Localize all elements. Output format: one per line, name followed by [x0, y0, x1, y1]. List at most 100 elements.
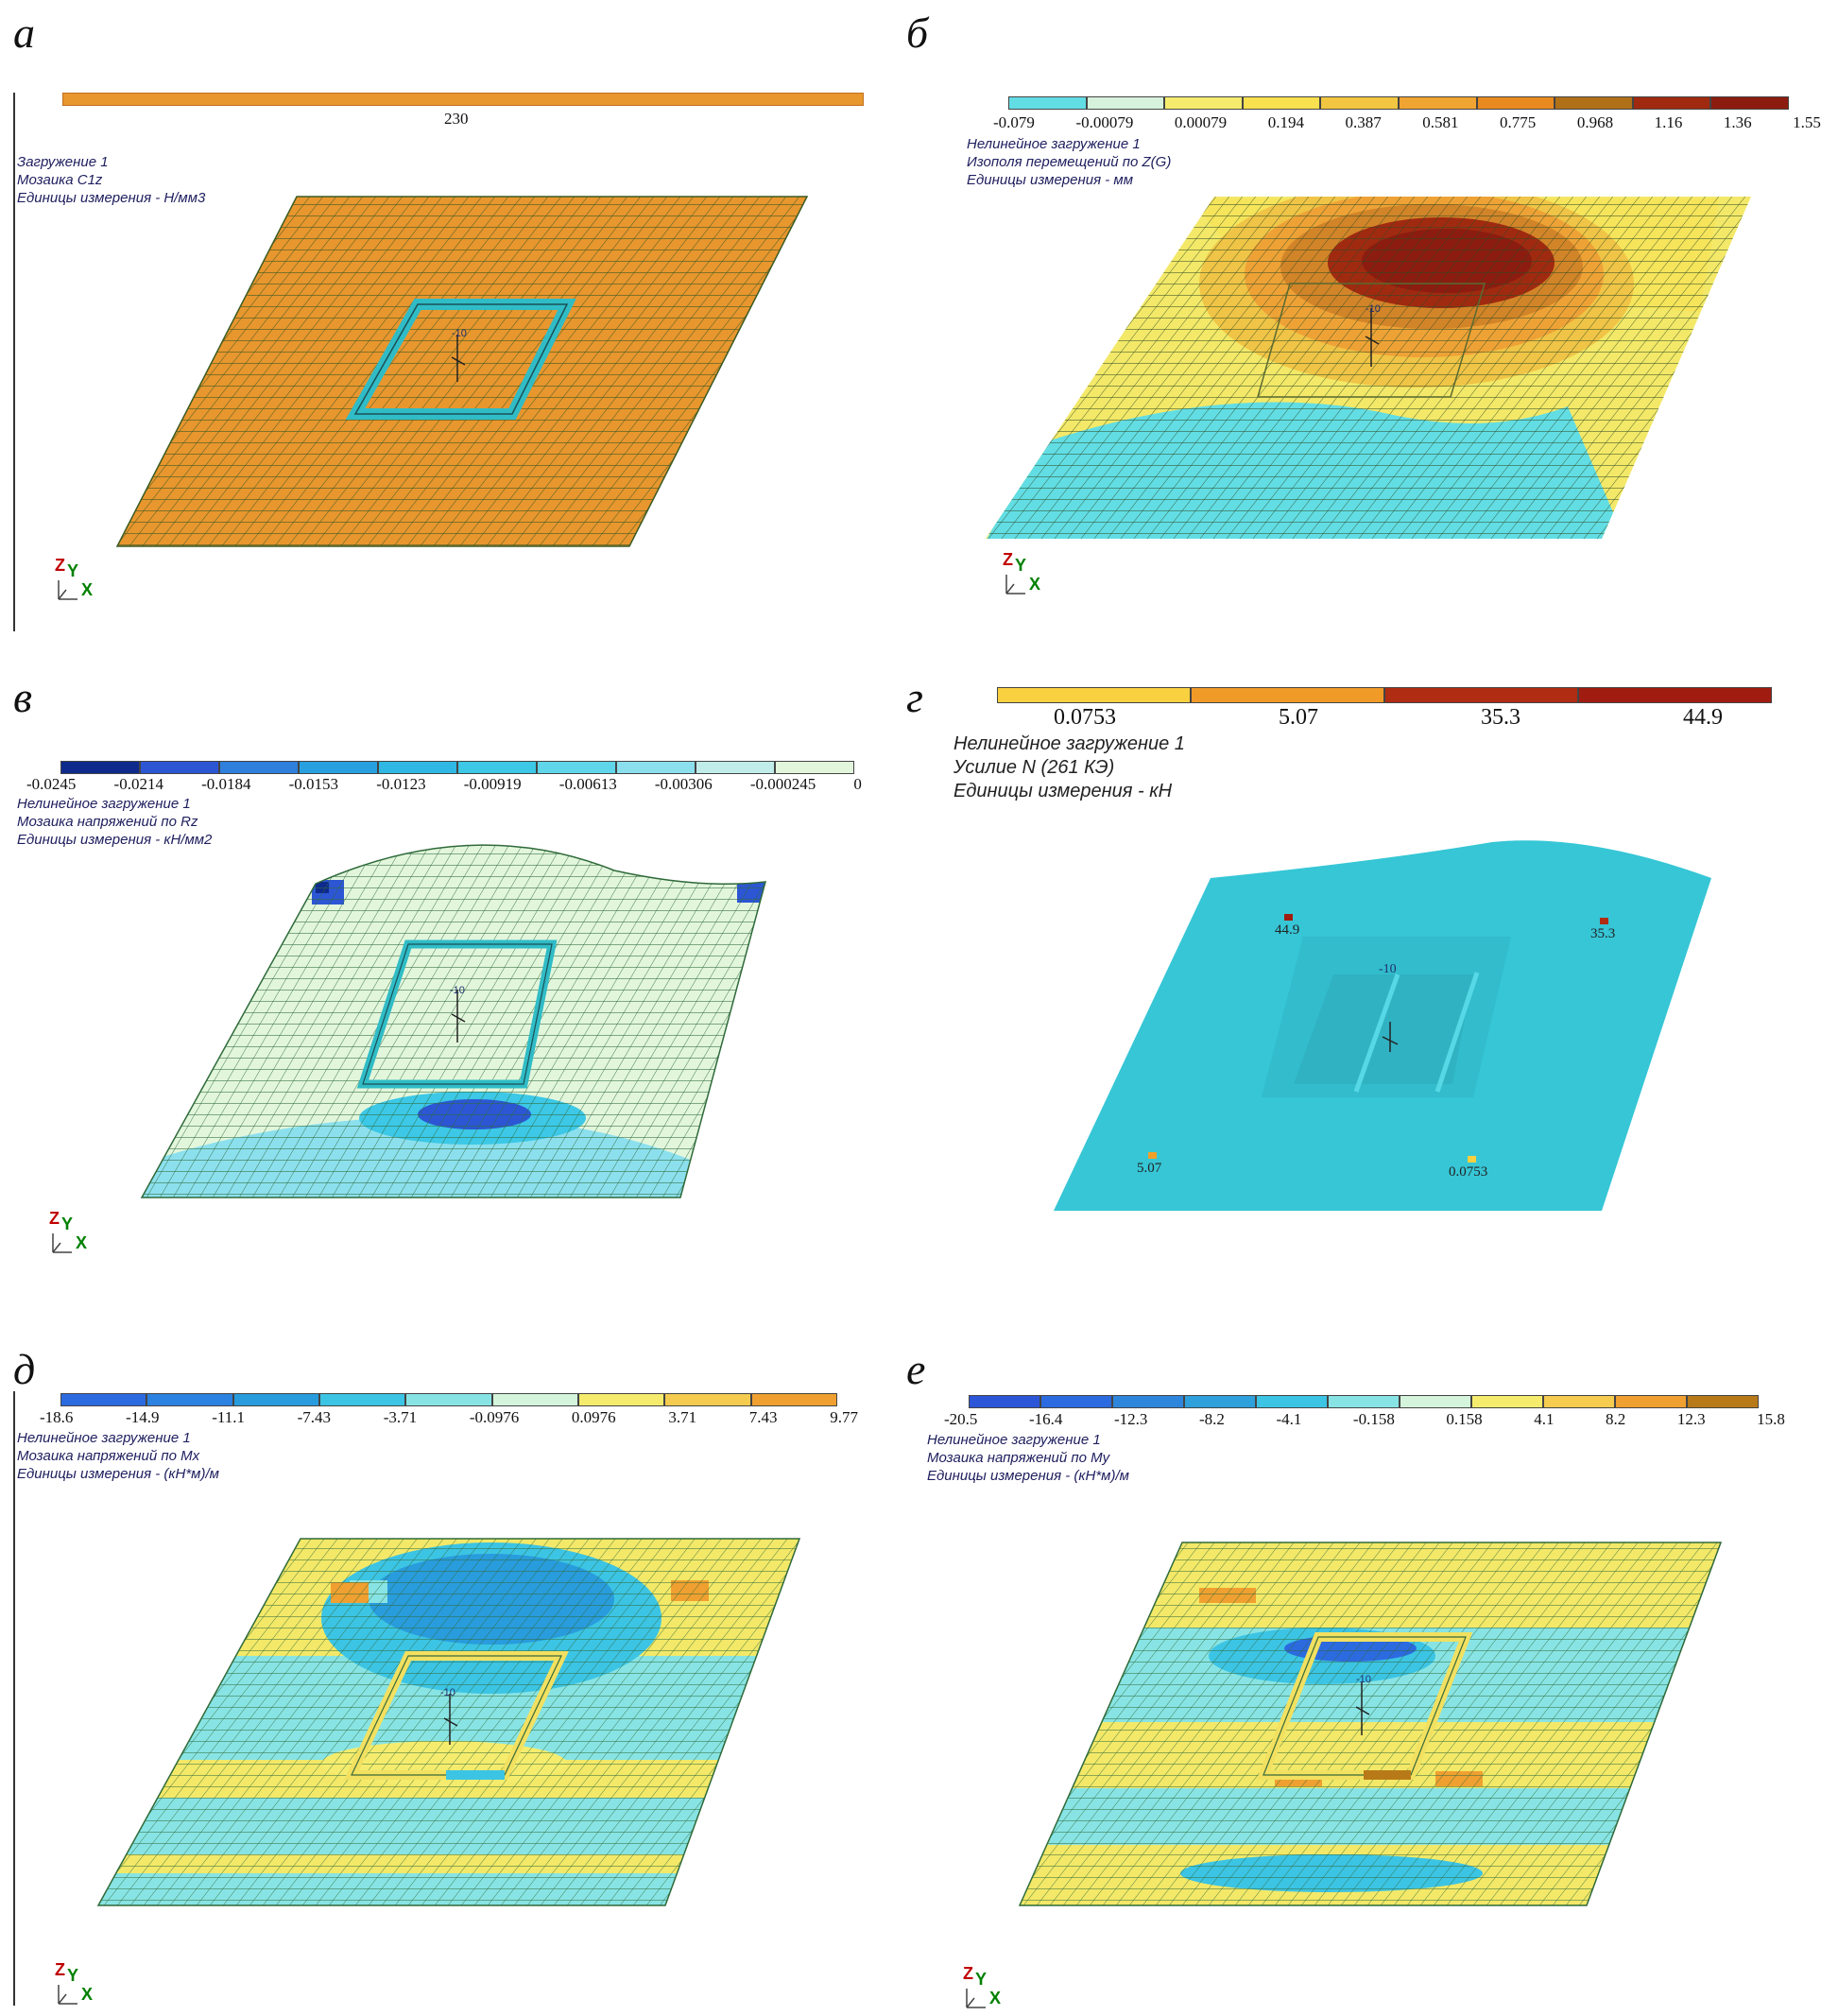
axis-x-label: X	[81, 580, 94, 599]
scale-tick-label: 7.43	[748, 1408, 778, 1426]
panel-letter: г	[906, 673, 923, 721]
scale-tick-label: 0.00079	[1174, 113, 1228, 131]
scale-tick-label: 0.581	[1422, 113, 1459, 131]
axis-y-label: Y	[67, 561, 79, 580]
scale-segment	[1328, 1395, 1400, 1408]
moment-my-surface: -10	[1018, 1542, 1723, 1906]
scale-tick-label: 1.36	[1723, 113, 1752, 131]
scale-segment	[232, 1393, 319, 1406]
axis-x-label: X	[1029, 575, 1041, 594]
units-label: Единицы измерения - (кН*м)/м	[17, 1466, 219, 1482]
load-case-label: Загружение 1	[17, 154, 109, 170]
legend-text: Нелинейное загружение 1 Мозаика напряжен…	[17, 795, 212, 849]
scale-tick-label: 9.77	[830, 1408, 858, 1426]
scale-tick-label: -14.9	[126, 1408, 160, 1426]
node-value-label: 35.3	[1590, 926, 1615, 941]
scale-segment	[1320, 96, 1399, 110]
scale-segment	[1242, 96, 1321, 110]
units-label: Единицы измерения - мм	[967, 172, 1133, 188]
scale-tick-label: -0.0184	[201, 775, 251, 793]
scale-tick-label: 35.3	[1481, 705, 1520, 730]
scale-segment	[1112, 1395, 1184, 1408]
scale-segment	[969, 1395, 1040, 1408]
scale-segment	[1086, 96, 1165, 110]
scale-tick-label: -3.71	[383, 1408, 418, 1426]
panel-v: в -0.0245-0.0214-0.0184-0.0153-0.0123-0.…	[0, 672, 906, 1344]
panel-letter: е	[906, 1345, 926, 1393]
axes-triad: Z Y X	[963, 1964, 1010, 2011]
scale-segment	[457, 761, 537, 774]
scale-tick-label: -0.00306	[654, 775, 713, 793]
scale-tick-label: 0	[853, 775, 862, 793]
plate-mesh: -10	[115, 196, 809, 547]
panel-letter: в	[13, 673, 32, 721]
axis-y-label: Y	[67, 1966, 79, 1985]
scale-segment	[1191, 687, 1384, 703]
node-value-label: 5.07	[1137, 1161, 1162, 1176]
node-marker	[1468, 1156, 1476, 1163]
scale-tick-label: -0.158	[1352, 1410, 1395, 1428]
axes-triad: Z Y X	[55, 556, 102, 603]
scale-segment	[1543, 1395, 1615, 1408]
result-type-label: Мозаика напряжений по Mx	[17, 1448, 200, 1464]
scale-segment	[664, 1393, 751, 1406]
scale-segment	[62, 93, 864, 106]
result-type-label: Мозаика напряжений по My	[927, 1450, 1110, 1466]
scale-tick-label: -0.0123	[376, 775, 426, 793]
scale-tick-label: -0.0245	[26, 775, 77, 793]
scale-tick-label: -0.0214	[113, 775, 163, 793]
scale-tick-label: 5.07	[1279, 705, 1318, 730]
scale-segment	[1256, 1395, 1328, 1408]
scale-segment	[696, 761, 775, 774]
scale-tick-label: 0.158	[1446, 1410, 1483, 1428]
node-marker	[1148, 1152, 1157, 1159]
color-scale	[1008, 96, 1789, 110]
node-value-label: 0.0753	[1449, 1164, 1487, 1180]
color-scale	[969, 1395, 1759, 1408]
stress-surface: -10	[140, 844, 767, 1198]
scale-segment	[750, 1393, 837, 1406]
scale-segment	[299, 761, 378, 774]
scale-tick-label: 1.55	[1793, 113, 1821, 131]
scale-tick-label: -0.079	[993, 113, 1035, 131]
scale-tick-label: 12.3	[1676, 1410, 1706, 1428]
axis-x-label: X	[989, 1989, 1002, 2007]
result-type-label: Усилие N (261 КЭ)	[953, 757, 1115, 778]
scale-segment	[1398, 96, 1477, 110]
node-label: -10	[1366, 303, 1381, 315]
scale-tick-label: -12.3	[1113, 1410, 1148, 1428]
scale-segment	[577, 1393, 665, 1406]
scale-segment	[1164, 96, 1243, 110]
scale-tick-label: 4.1	[1534, 1410, 1555, 1428]
node-label: -10	[450, 985, 465, 996]
scale-segment	[1632, 96, 1711, 110]
axis-z-label: Z	[55, 556, 65, 575]
scale-tick-label: 1.16	[1654, 113, 1683, 131]
panel-letter: а	[13, 9, 35, 57]
scale-tick-label: -4.1	[1276, 1410, 1302, 1428]
scale-tick-label: -0.00613	[558, 775, 617, 793]
scale-tick-label: -18.6	[40, 1408, 74, 1426]
scale-segment	[1184, 1395, 1256, 1408]
result-type-label: Мозаика напряжений по Rz	[17, 814, 198, 830]
axes-triad: Z Y X	[1003, 550, 1050, 597]
units-label: Единицы измерения - Н/мм3	[17, 190, 206, 206]
scale-tick-label: 3.71	[668, 1408, 697, 1426]
node-marker	[1600, 918, 1608, 924]
load-case-label: Нелинейное загружение 1	[17, 796, 191, 812]
units-label: Единицы измерения - кН/мм2	[17, 832, 213, 848]
scale-segment	[140, 761, 219, 774]
load-case-label: Нелинейное загружение 1	[967, 136, 1141, 152]
axis-y-label: Y	[61, 1215, 74, 1233]
scale-tick-label: -16.4	[1028, 1410, 1063, 1428]
axis-z-label: Z	[49, 1209, 60, 1228]
displacement-surface: -10	[986, 197, 1751, 539]
scale-segment	[537, 761, 616, 774]
node-label: -10	[452, 328, 467, 339]
scale-segment	[1471, 1395, 1543, 1408]
scale-segment	[146, 1393, 233, 1406]
